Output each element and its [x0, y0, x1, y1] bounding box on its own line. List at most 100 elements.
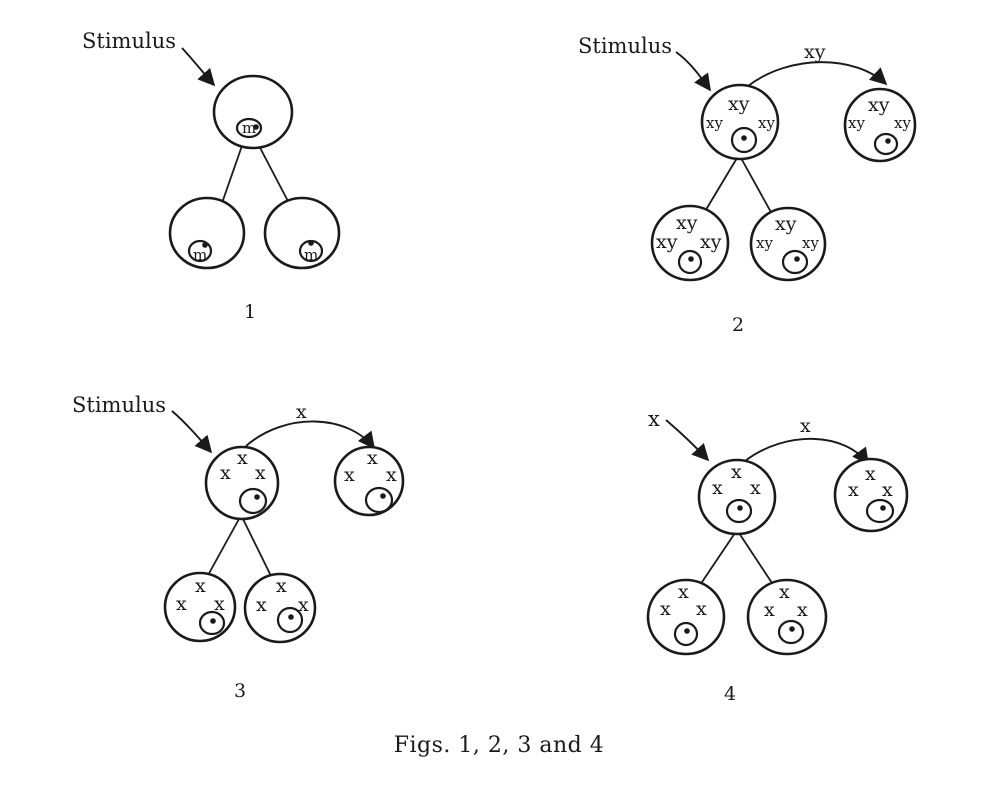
fig1-parent-cell — [212, 74, 294, 150]
fig4-parent-marker-right: x — [750, 477, 761, 499]
figure-1: Stimulus m m m 1 — [82, 29, 341, 323]
fig1-stimulus-arrow — [181, 47, 216, 87]
fig4-stimulus-label: x — [648, 407, 660, 431]
fig4-daughter-right-marker-left: x — [764, 599, 775, 621]
fig2-receiving-nucleus — [873, 132, 899, 156]
fig4-daughter-left-nucleus — [673, 621, 699, 647]
fig3-parent-marker-right: x — [255, 462, 266, 484]
fig2-daughter-right-marker-top: xy — [775, 213, 797, 235]
fig4-daughter-right-marker-top: x — [779, 581, 790, 603]
fig1-daughter-nucleolus-left — [202, 242, 208, 248]
fig3-daughter-left-nucleolus — [210, 618, 216, 624]
fig2-division-line-right — [740, 157, 773, 215]
fig3-receiving-marker-left: x — [344, 464, 355, 486]
fig4-parent-nucleolus — [737, 505, 743, 511]
fig4-daughter-right-nucleolus — [789, 626, 795, 632]
fig3-parent-marker-left: x — [220, 462, 231, 484]
fig2-daughter-left-nucleus — [677, 249, 703, 275]
fig4-receiving-marker-top: x — [865, 463, 876, 485]
fig1-daughter-nucleolus-right — [308, 240, 314, 246]
fig4-receiving-nucleolus — [880, 505, 886, 511]
fig4-daughter-left-marker-left: x — [660, 598, 671, 620]
fig4-transfer-label: x — [800, 415, 811, 437]
fig2-receiving-marker-right: xy — [894, 114, 911, 132]
fig3-receiving-nucleus — [364, 486, 394, 514]
fig1-parent-nucleolus — [253, 124, 259, 130]
fig3-parent-nucleolus — [254, 494, 260, 500]
fig4-number: 4 — [724, 683, 736, 705]
fig2-number: 2 — [732, 314, 744, 336]
fig2-daughter-left-nucleolus — [688, 256, 694, 262]
fig3-parent-marker-top: x — [237, 447, 248, 469]
fig3-daughter-right-marker-top: x — [276, 575, 287, 597]
fig4-daughter-left-marker-top: x — [678, 581, 689, 603]
fig4-receiving-marker-right: x — [882, 479, 893, 501]
fig4-receiving-nucleus — [865, 498, 895, 524]
fig4-parent-marker-left: x — [712, 477, 723, 499]
fig2-parent-nucleolus — [741, 135, 747, 141]
fig2-daughter-right-marker-right: xy — [802, 234, 819, 252]
fig2-daughter-right-nucleolus — [794, 256, 800, 262]
fig3-division-line-right — [242, 518, 273, 579]
fig2-daughter-left-marker-left: xy — [656, 231, 678, 253]
fig3-daughter-right-nucleolus — [288, 614, 294, 620]
fig2-parent-marker-right: xy — [758, 114, 775, 132]
fig2-transfer-arrow — [747, 61, 888, 87]
fig2-daughter-right-marker-left: xy — [756, 234, 773, 252]
fig1-daughter-marker-right: m — [304, 246, 318, 264]
fig4-daughter-right-marker-right: x — [797, 599, 808, 621]
fig3-transfer-label: x — [296, 401, 307, 423]
fig2-stimulus-label: Stimulus — [578, 34, 672, 58]
fig3-receiving-nucleolus — [380, 493, 386, 499]
fig2-division-line-left — [703, 157, 738, 214]
fig2-parent-marker-left: xy — [706, 114, 723, 132]
fig1-division-line-right — [255, 139, 291, 206]
fig4-division-line-right — [738, 532, 775, 587]
figure-2: Stimulus xy xy xy xy xy xy xy xy xy xy x… — [578, 34, 917, 336]
fig3-receiving-marker-top: x — [367, 447, 378, 469]
fig3-daughter-left-marker-top: x — [195, 575, 206, 597]
fig3-daughter-left-marker-right: x — [214, 593, 225, 615]
fig4-daughter-left-marker-right: x — [696, 598, 707, 620]
fig1-daughter-marker-left: m — [193, 246, 207, 264]
fig3-transfer-arrow — [245, 420, 376, 450]
fig2-receiving-nucleolus — [885, 138, 891, 144]
fig1-number: 1 — [244, 301, 256, 323]
fig2-daughter-left-marker-top: xy — [676, 212, 698, 234]
fig2-daughter-right-nucleus — [781, 249, 809, 275]
fig3-number: 3 — [234, 680, 246, 702]
fig4-daughter-cell-right — [746, 578, 828, 656]
fig2-stimulus-arrow — [675, 51, 711, 92]
figure-caption: Figs. 1, 2, 3 and 4 — [393, 733, 605, 758]
fig1-division-line-left — [221, 139, 245, 204]
fig2-parent-marker-top: xy — [728, 93, 750, 115]
fig4-parent-nucleus — [725, 498, 753, 524]
fig3-stimulus-arrow — [171, 410, 213, 454]
fig2-receiving-marker-left: xy — [848, 114, 865, 132]
figure-4: x x x x x x x x x x x x x x 4 — [646, 407, 909, 705]
fig2-daughter-left-marker-right: xy — [700, 231, 722, 253]
fig4-receiving-marker-left: x — [848, 479, 859, 501]
fig2-transfer-label: xy — [804, 41, 826, 63]
fig1-parent-nucleus — [235, 117, 263, 139]
fig3-daughter-right-marker-right: x — [298, 594, 309, 616]
fig2-parent-cell — [700, 83, 780, 161]
fig4-daughter-left-nucleolus — [684, 628, 690, 634]
fig4-parent-marker-top: x — [731, 461, 742, 483]
fig4-stimulus-arrow — [665, 419, 710, 462]
fig3-daughter-left-marker-left: x — [176, 593, 187, 615]
fig4-division-line-left — [699, 532, 736, 586]
fig3-division-line-left — [206, 518, 240, 578]
fig4-daughter-right-nucleus — [777, 619, 805, 645]
fig4-parent-cell — [697, 458, 777, 536]
fig3-receiving-marker-right: x — [386, 464, 397, 486]
figure-3: Stimulus x x x x x x x x x x x x x 3 — [72, 393, 405, 702]
fig3-stimulus-label: Stimulus — [72, 393, 166, 417]
fig3-daughter-right-marker-left: x — [256, 594, 267, 616]
fig3-daughter-right-nucleus — [276, 606, 304, 634]
fig4-transfer-arrow — [744, 437, 869, 466]
fig3-parent-nucleus — [238, 487, 268, 515]
fig2-daughter-cell-left — [650, 204, 730, 282]
